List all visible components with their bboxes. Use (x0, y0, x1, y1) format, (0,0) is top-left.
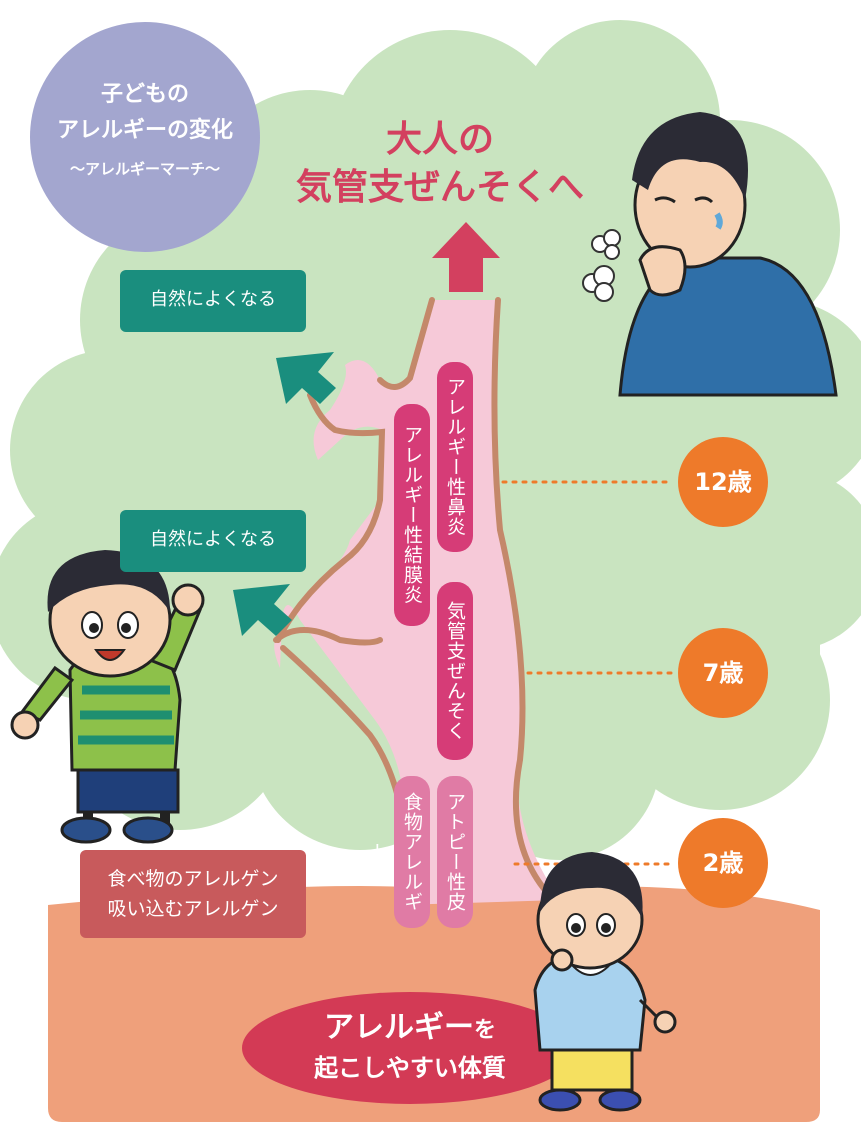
condition-allergic-rhinitis: アレルギー性鼻炎 (437, 362, 473, 552)
root-suffix: を (473, 1018, 496, 1043)
condition-atopic-dermatitis: アトピー性皮膚炎 (408, 776, 473, 928)
root-constitution-ellipse (242, 992, 578, 1104)
title-line-2: アレルギーの変化 (56, 118, 233, 143)
arrow-green-upper (276, 352, 336, 404)
allergens-box: 食べ物のアレルゲン 吸い込むアレルゲン (80, 850, 306, 938)
condition-food-allergy: 食物アレルギー (365, 776, 430, 928)
condition-allergic-conjunctivitis: アレルギー性結膜炎 (394, 404, 430, 626)
arrow-green-lower (233, 584, 292, 636)
title-line-1: 子どもの (100, 82, 189, 107)
root-constitution-label: アレルギーを 起こしやすい体質 (242, 1008, 578, 1085)
allergens-line-1: 食べ物のアレルゲン (107, 868, 279, 890)
upward-arrow-red (432, 222, 500, 292)
root-line-1: アレルギーを (242, 1008, 578, 1051)
adult-asthma-heading: 大人の 気管支ぜんそくへ (270, 116, 610, 212)
age-badge-12: 12歳 (678, 437, 768, 527)
cough-puff-icon (582, 229, 621, 302)
condition-bronchial-asthma: 気管支ぜんそく (437, 582, 473, 760)
trunk-outline-right (491, 297, 548, 893)
young-child-illustration (533, 852, 677, 1112)
root-line-2: 起こしやすい体質 (314, 1054, 506, 1082)
title-circle: 子どもの アレルギーの変化 〜アレルギーマーチ〜 (30, 22, 260, 252)
age-badge-7: 7歳 (678, 628, 768, 718)
allergens-line-2: 吸い込むアレルゲン (107, 898, 279, 920)
adult-heading-line-1: 大人の (385, 119, 494, 160)
outgrow-label-lower: 自然によくなる (120, 510, 306, 572)
age-badge-2: 2歳 (678, 818, 768, 908)
root-bold-word: アレルギー (323, 1010, 474, 1045)
child-arm-raised-illustration (10, 550, 205, 844)
trunk-outline-branch-low (273, 627, 383, 646)
outgrow-label-upper: 自然によくなる (120, 270, 306, 332)
coughing-adult-illustration (618, 112, 838, 397)
adult-heading-line-2: 気管支ぜんそくへ (295, 167, 584, 208)
title-subtitle: 〜アレルギーマーチ〜 (69, 160, 220, 178)
